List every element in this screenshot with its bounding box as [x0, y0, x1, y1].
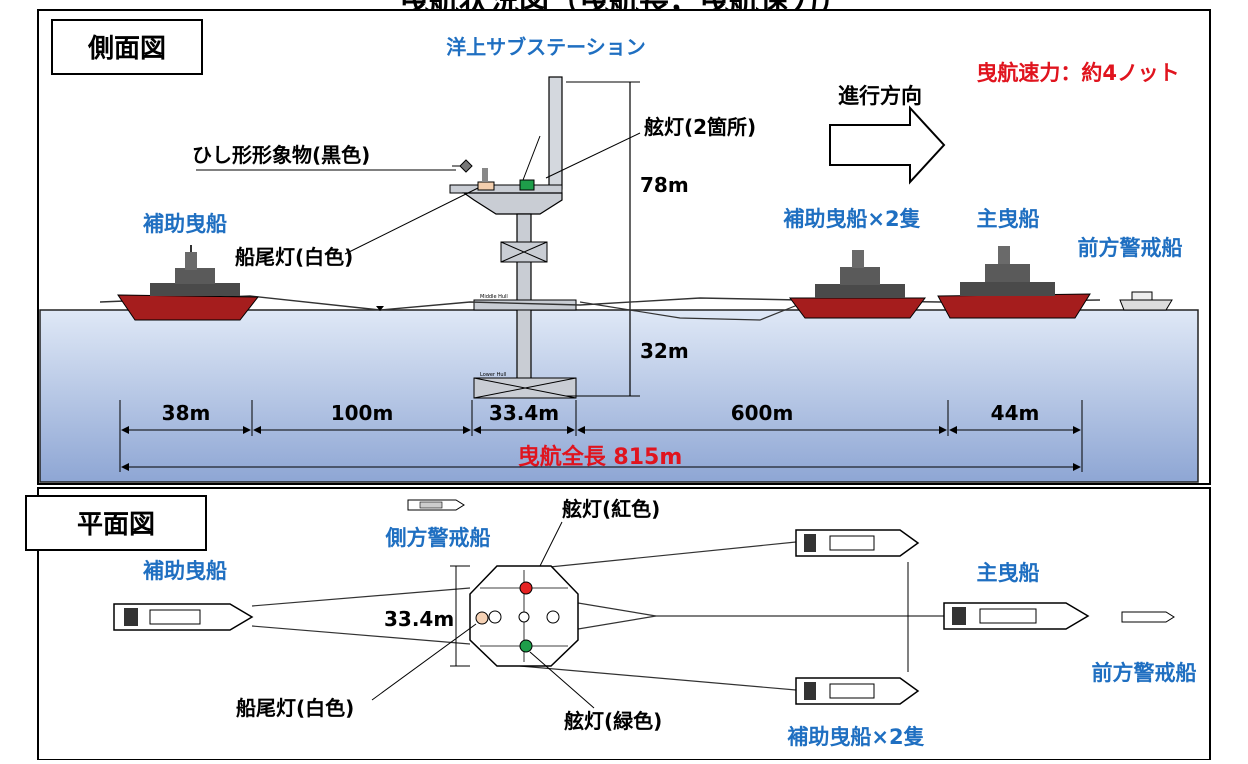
- main-tug-label: 主曳船: [977, 207, 1040, 231]
- aux-tug-right-ship: [789, 250, 926, 319]
- green-light-icon: [519, 639, 533, 653]
- aux-tug-right-label: 補助曳船×2隻: [782, 207, 920, 231]
- plan-main-tug-label: 主曳船: [977, 561, 1040, 585]
- plan-stern-light-label: 船尾灯(白色): [236, 696, 354, 720]
- dimension-lines: [119, 400, 1083, 472]
- plan-view-label: 平面図: [77, 510, 155, 540]
- main-tug-ship: [937, 246, 1091, 319]
- side-view-label: 側面図: [87, 34, 166, 64]
- substation-plan: [469, 565, 579, 667]
- plan-forward-guard-ship: [1121, 611, 1175, 623]
- aux-tug-left-ship: [117, 245, 260, 321]
- white-stern-light-icon: [475, 611, 489, 625]
- speed-label: 曳航速力：約4ノット: [976, 61, 1179, 85]
- plan-aux-tug-right-label: 補助曳船×2隻: [786, 725, 924, 749]
- side-guard-ship: [407, 499, 465, 511]
- side-guard-label: 側方警戒船: [385, 526, 491, 550]
- direction-label: 進行方向: [838, 84, 922, 108]
- dim-33-4m: 33.4m: [489, 401, 559, 425]
- dim-38m: 38m: [162, 401, 211, 425]
- plan-aux-tug-top-ship: [795, 529, 920, 557]
- hull-label-lower: Lower Hull: [480, 372, 506, 378]
- depth-below-label: 32m: [640, 339, 689, 363]
- plan-green-light-label: 舷灯(緑色): [564, 709, 662, 733]
- plan-aux-tug-left-ship: [113, 603, 254, 631]
- red-light-icon: [519, 581, 533, 595]
- mast-light-label: 舷灯(2箇所): [644, 115, 756, 139]
- substation-label: 洋上サブステーション: [446, 35, 646, 59]
- dim-100m: 100m: [331, 401, 394, 425]
- hull-label-middle: Middle Hull: [480, 294, 508, 300]
- plan-aux-tug-bottom-ship: [795, 677, 920, 705]
- stern-light-label: 船尾灯(白色): [235, 245, 353, 269]
- plan-width-dim: 33.4m: [384, 607, 454, 631]
- plan-main-tug-ship: [943, 602, 1090, 630]
- red-light-label: 舷灯(紅色): [562, 497, 660, 521]
- dim-600m: 600m: [731, 401, 794, 425]
- plan-aux-tug-left-label: 補助曳船: [142, 559, 227, 583]
- forward-guard-label: 前方警戒船: [1078, 236, 1183, 260]
- aux-tug-left-label: 補助曳船: [142, 212, 227, 236]
- substation-side: Middle Hull Lower Hull: [449, 76, 577, 399]
- direction-arrow-icon: [829, 105, 946, 185]
- side-view-label-box: [51, 19, 203, 75]
- height-above-label: 78m: [640, 173, 689, 197]
- forward-guard-ship: [1119, 291, 1173, 311]
- plan-forward-guard-label: 前方警戒船: [1092, 661, 1197, 685]
- plan-view-label-box: [25, 495, 207, 551]
- dim-44m: 44m: [991, 401, 1040, 425]
- total-length-label: 曳航全長 815m: [518, 444, 683, 470]
- diamond-shape-label: ひし形形象物(黒色): [192, 143, 370, 167]
